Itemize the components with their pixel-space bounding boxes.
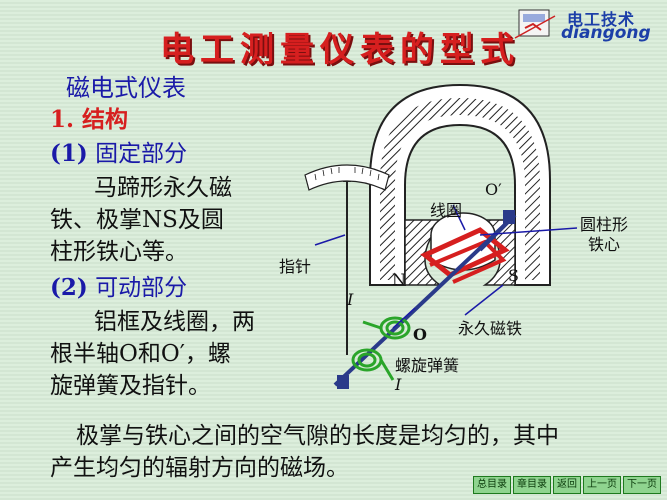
moving-part-number: (2): [50, 274, 88, 301]
label-coil: 线圈: [430, 201, 463, 220]
conclusion-line: 产生均匀的辐射方向的磁场。: [50, 455, 349, 481]
label-current-top: I: [347, 290, 354, 309]
label-o-axis: O: [413, 325, 427, 344]
meter-diagram: 线圈 O′ 圆柱形 铁心 指针 N S I O 永久磁铁 螺旋弹簧 I: [275, 70, 628, 404]
structure-heading: 1. 结构: [50, 106, 129, 133]
label-spiral-spring: 螺旋弹簧: [395, 356, 460, 375]
nav-previous-page-button[interactable]: 上一页: [583, 476, 621, 494]
nav-main-contents-button[interactable]: 总目录: [473, 476, 511, 494]
fixed-part-title: 固定部分: [95, 141, 188, 167]
fixed-part-line: 柱形铁心等。: [50, 239, 188, 265]
label-cylindrical-core: 圆柱形 铁心: [580, 215, 629, 254]
logo-english-text: diangong: [561, 23, 651, 43]
horseshoe-magnet: [369, 83, 551, 286]
nav-bar: 总目录 章目录 返回 上一页 下一页: [473, 476, 661, 494]
pivot-top: [503, 210, 515, 224]
label-s-pole: S: [508, 266, 519, 285]
moving-part-heading: (2) 可动部分: [50, 268, 187, 302]
label-o-prime: O′: [485, 180, 502, 199]
pivot-bottom: [337, 375, 349, 389]
moving-part-line: 铝框及线圈，两: [94, 309, 255, 335]
label-permanent-magnet: 永久磁铁: [458, 319, 523, 338]
moving-part-title: 可动部分: [95, 275, 188, 301]
moving-part-line: 根半轴O和O′，螺: [50, 341, 231, 367]
nav-chapter-contents-button[interactable]: 章目录: [513, 476, 551, 494]
fixed-part-heading: (1) 固定部分: [50, 134, 187, 168]
moving-part-line: 旋弹簧及指针。: [50, 373, 211, 399]
nav-next-page-button[interactable]: 下一页: [623, 476, 661, 494]
magnetoelectric-meter-drawing: [304, 83, 578, 389]
fixed-part-number: (1): [50, 140, 88, 167]
scale-dial: [304, 164, 390, 191]
brand-logo: 电工技术 diangong: [509, 4, 659, 44]
nav-back-button[interactable]: 返回: [553, 476, 581, 494]
multimeter-logo-icon: [514, 9, 556, 39]
page-title: 电工测量仪表的型式: [160, 30, 520, 70]
label-n-pole: N: [392, 270, 406, 289]
fixed-part-line: 铁、极掌NS及圆: [50, 207, 224, 233]
label-current-bottom: I: [395, 375, 402, 394]
fixed-part-line: 马蹄形永久磁: [94, 175, 232, 201]
logo-chinese-text: 电工技术: [567, 10, 636, 29]
label-pointer: 指针: [279, 257, 312, 276]
coil-frame: [420, 227, 510, 278]
section-title: 磁电式仪表: [66, 74, 186, 102]
conclusion-line: 极掌与铁心之间的空气隙的长度是均匀的，其中: [76, 423, 559, 449]
spiral-spring: [351, 316, 411, 381]
